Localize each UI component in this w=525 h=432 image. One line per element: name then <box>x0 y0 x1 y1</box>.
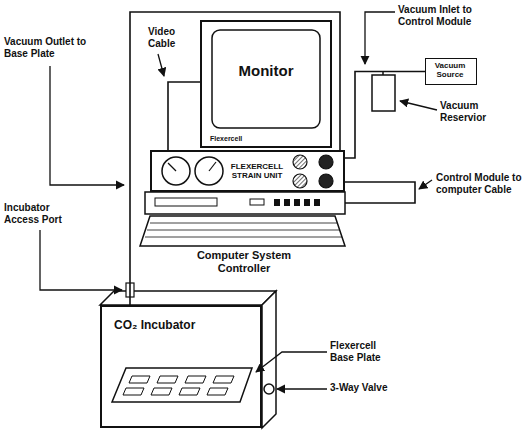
callout-leader <box>50 66 124 185</box>
tube-line <box>168 82 200 150</box>
monitor-screen <box>212 30 320 128</box>
unit-label: FLEXERCELL STRAIN UNIT <box>228 162 286 180</box>
panel-button <box>314 199 320 206</box>
incubator-box: CO₂ Incubator <box>100 305 262 428</box>
panel-button <box>274 199 280 206</box>
base-plate <box>112 368 252 402</box>
callout-label: Vacuum Reservior <box>440 100 502 123</box>
incubator-side <box>262 291 276 428</box>
brand-label: Flexercell <box>210 135 270 143</box>
vacuum-source-box: Vacuum Source <box>425 58 477 85</box>
three-way-valve <box>264 384 274 394</box>
tube-connector <box>345 72 425 159</box>
box-label: Vacuum Source <box>428 61 472 79</box>
tube-connector <box>130 12 340 305</box>
callout-leader <box>400 101 437 110</box>
control-knob <box>319 174 333 188</box>
callout-label: 3-Way Valve <box>330 382 420 394</box>
gauge-needle <box>168 163 176 171</box>
tube-connector <box>345 182 415 203</box>
panel-button <box>304 199 310 206</box>
gauge-dial <box>162 157 190 185</box>
tube-connector <box>168 82 200 150</box>
control-knob <box>293 174 307 188</box>
key-row <box>147 230 340 231</box>
tube-line <box>345 182 415 203</box>
disk-slot <box>155 198 217 206</box>
panel-button <box>250 199 264 205</box>
monitor-label: Monitor <box>212 62 320 79</box>
callout-leader <box>158 54 164 76</box>
panel-button <box>284 199 290 206</box>
key-row <box>145 237 342 238</box>
callout-leader <box>365 12 395 64</box>
callout-label: Vacuum Inlet to Control Module <box>398 4 500 27</box>
tube-line <box>130 12 340 305</box>
callout-label: Flexercell Base Plate <box>330 340 402 363</box>
callout-label: Video Cable <box>148 26 188 49</box>
key-row <box>150 223 337 224</box>
device-label: Computer System Controller <box>185 249 303 274</box>
callout-label: Vacuum Outlet to Base Plate <box>4 36 88 59</box>
monitor-frame: MonitorFlexercell <box>200 20 332 148</box>
panel-button <box>294 199 300 206</box>
computer-base <box>145 192 345 214</box>
control-knob <box>293 155 307 169</box>
plate-wells <box>123 376 234 395</box>
incubator-label: CO₂ Incubator <box>114 319 254 333</box>
callout-leader <box>40 230 122 290</box>
vacuum-reservoir <box>372 75 395 111</box>
keyboard <box>140 216 345 246</box>
tube-line <box>345 72 425 159</box>
computer-controller: Computer System Controller <box>140 192 345 278</box>
callout-leader <box>419 180 432 189</box>
control-knob <box>319 155 333 169</box>
callout-leader <box>277 388 327 389</box>
callout-label: Incubator Access Port <box>4 202 76 225</box>
gauge-needle <box>209 162 216 171</box>
callout-leader <box>256 352 327 372</box>
strain-unit-box: FLEXERCELL STRAIN UNIT <box>150 150 345 192</box>
callout-label: Control Module to computer Cable <box>436 172 522 195</box>
gauge-dial <box>195 157 223 185</box>
